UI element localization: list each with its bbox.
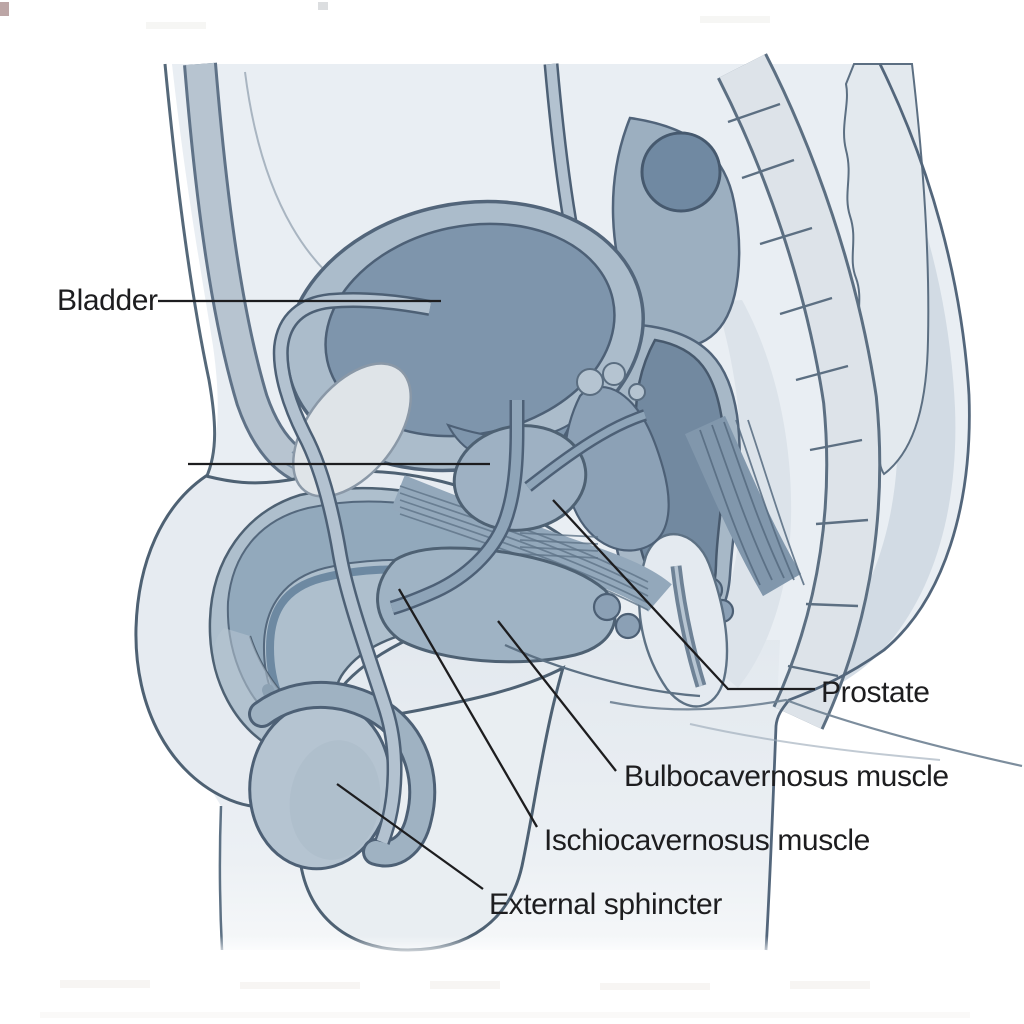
perineal-crease xyxy=(504,643,701,698)
perineal-membrane-striations xyxy=(519,532,599,559)
leader-prostate xyxy=(552,499,815,691)
gluteal-fold-2 xyxy=(689,723,941,761)
body-contours xyxy=(218,63,1023,951)
leader-ischiocavernosus xyxy=(398,588,538,828)
label-prostate: Prostate xyxy=(821,676,930,709)
vertebra-joint-lines xyxy=(727,102,869,678)
spine-sacrum xyxy=(717,53,882,730)
back-contour xyxy=(764,63,971,951)
thigh-front-line xyxy=(218,805,224,951)
sigmoid-colon xyxy=(611,116,741,348)
label-bulbocavernosus-muscle: Bulbocavernosus muscle xyxy=(624,760,949,793)
scrotum xyxy=(248,665,566,952)
leader-external-sphincter xyxy=(336,783,484,890)
bottom-fade xyxy=(120,936,820,958)
leader-lines xyxy=(158,299,815,890)
bulbocavernosus-shape xyxy=(376,546,617,664)
sphincter-lobe xyxy=(592,592,622,622)
sphincter-lobe xyxy=(614,612,642,640)
edge-specks xyxy=(0,2,770,29)
leader-bulbocavernosus xyxy=(497,620,617,772)
label-bladder: Bladder xyxy=(57,284,158,317)
label-external-sphincter: External sphincter xyxy=(489,888,722,921)
gluteal-fold xyxy=(609,698,1023,768)
scan-artifacts xyxy=(40,980,970,1018)
front-body-contour xyxy=(163,63,217,479)
seminal-vesicle xyxy=(563,362,670,552)
urethra xyxy=(389,400,647,616)
label-ischiocavernosus-muscle: Ischiocavernosus muscle xyxy=(544,824,870,857)
